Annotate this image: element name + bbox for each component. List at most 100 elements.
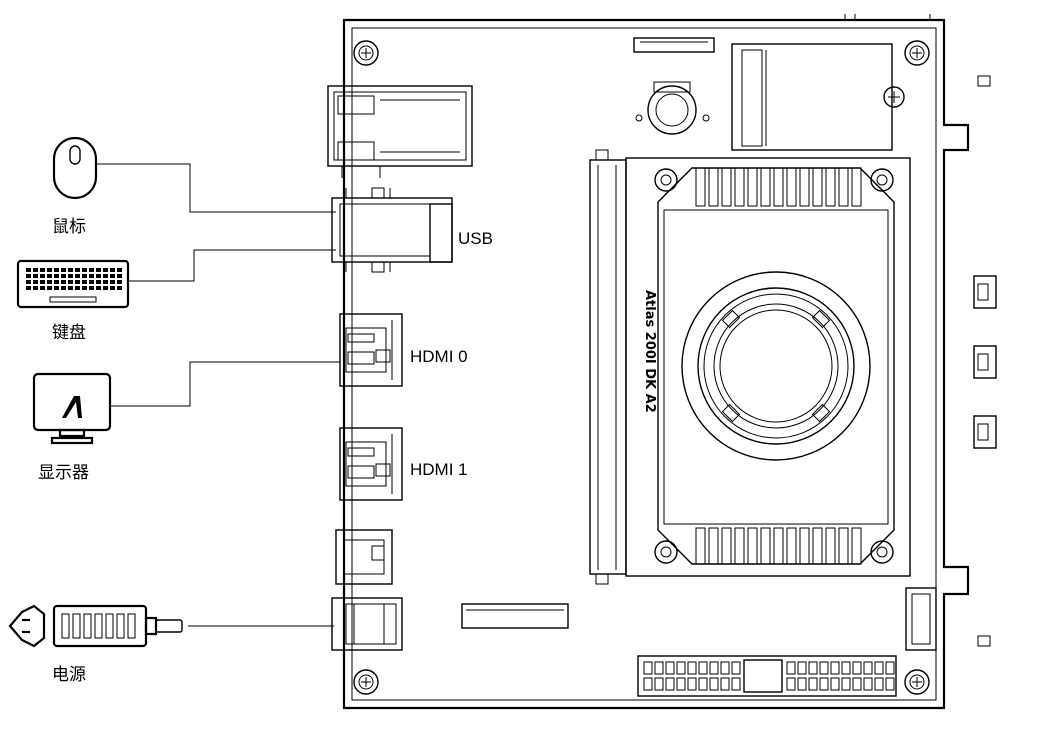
heatsink [657,167,895,565]
right-edge-clips [973,75,997,647]
gpio-pin [731,661,741,675]
heatsink-fin [734,527,745,565]
heatsink-fin [825,527,836,565]
heatsink-fin [773,167,784,207]
keyboard-key [68,268,73,272]
gpio-pin [885,661,895,675]
gpio-pin [874,677,884,691]
keyboard-key [89,268,94,272]
gpio-pin [676,677,686,691]
m2-card-slot [731,43,905,151]
hdmi1-port-label: HDMI 1 [410,460,468,479]
keyboard-key [117,280,122,284]
gpio-pin [643,661,653,675]
heatsink-fin [695,527,706,565]
coin-cell-battery [635,81,710,135]
gpio-pin [797,677,807,691]
mounting-hole-bottom-right [904,669,930,695]
gpio-pin [819,677,829,691]
keyboard-key [26,274,31,278]
gpio-pin [797,661,807,675]
power-adapter-icon [8,604,183,648]
mouse-cable [97,163,336,213]
keyboard-key [103,274,108,278]
gpio-pin [852,677,862,691]
heatsink-fin [734,167,745,207]
keyboard-key [117,274,122,278]
hdmi0-port [339,313,403,387]
gpio-pin [665,661,675,675]
gpio-pin [720,661,730,675]
gpio-pin [786,677,796,691]
heatsink-fin [838,167,849,207]
keyboard-key [26,286,31,290]
heatsink-fin [721,527,732,565]
heatsink-fin [838,527,849,565]
keyboard-key [117,286,122,290]
keyboard-key [82,286,87,290]
battery-cell [116,613,125,639]
gpio-pin [841,677,851,691]
bottom-edge-connector [461,603,569,629]
gpio-pin [698,661,708,675]
keyboard-key [117,268,122,272]
fan-connector [905,587,937,651]
gpio-pin [643,677,653,691]
keyboard-key [68,280,73,284]
gpio-pin [808,677,818,691]
keyboard-key [33,280,38,284]
gpio-pin [698,677,708,691]
keyboard-key [96,280,101,284]
gpio-pin [863,677,873,691]
gpio-pin [874,661,884,675]
usb-c-port [335,529,393,585]
dc-power-jack [331,597,403,651]
heatsink-fin [786,527,797,565]
battery-cell [127,613,136,639]
keyboard-key [33,274,38,278]
keyboard-key [110,286,115,290]
heatsink-fin [747,527,758,565]
mounting-hole-top-left [353,40,379,66]
gpio-pin [665,677,675,691]
heatsink-fin [825,167,836,207]
keyboard-key [40,280,45,284]
keyboard-key [47,274,52,278]
keyboard-key [47,268,52,272]
heatsink-fin [708,167,719,207]
heatsink-fin [760,167,771,207]
keyboard-key [82,274,87,278]
battery-cell [61,613,70,639]
keyboard-key [26,280,31,284]
gpio-pin [863,661,873,675]
keyboard-key [33,268,38,272]
keyboard-key [68,286,73,290]
board [342,14,970,710]
keyboard-key [75,286,80,290]
keyboard-key [61,268,66,272]
keyboard-icon [16,259,130,309]
heatsink-fin [799,527,810,565]
gpio-pin [841,661,851,675]
gpio-pin [885,677,895,691]
keyboard-key [54,274,59,278]
keyboard-key [40,274,45,278]
monitor-label: 显示器 [38,463,89,483]
keyboard-key [89,286,94,290]
monitor-icon [32,372,112,445]
heatsink-fin [721,167,732,207]
fan [681,271,871,461]
gpio-pin [676,661,686,675]
mouse-label: 鼠标 [52,217,86,237]
keyboard-key [47,286,52,290]
battery-cell [83,613,92,639]
battery-cell [105,613,114,639]
keyboard-key [61,274,66,278]
keyboard-key [89,274,94,278]
heatsink-fin [851,167,862,207]
heatsink-fin [812,527,823,565]
keyboard-key [26,268,31,272]
keyboard-key [96,274,101,278]
keyboard-key [82,280,87,284]
hdmi1-port [339,427,403,501]
